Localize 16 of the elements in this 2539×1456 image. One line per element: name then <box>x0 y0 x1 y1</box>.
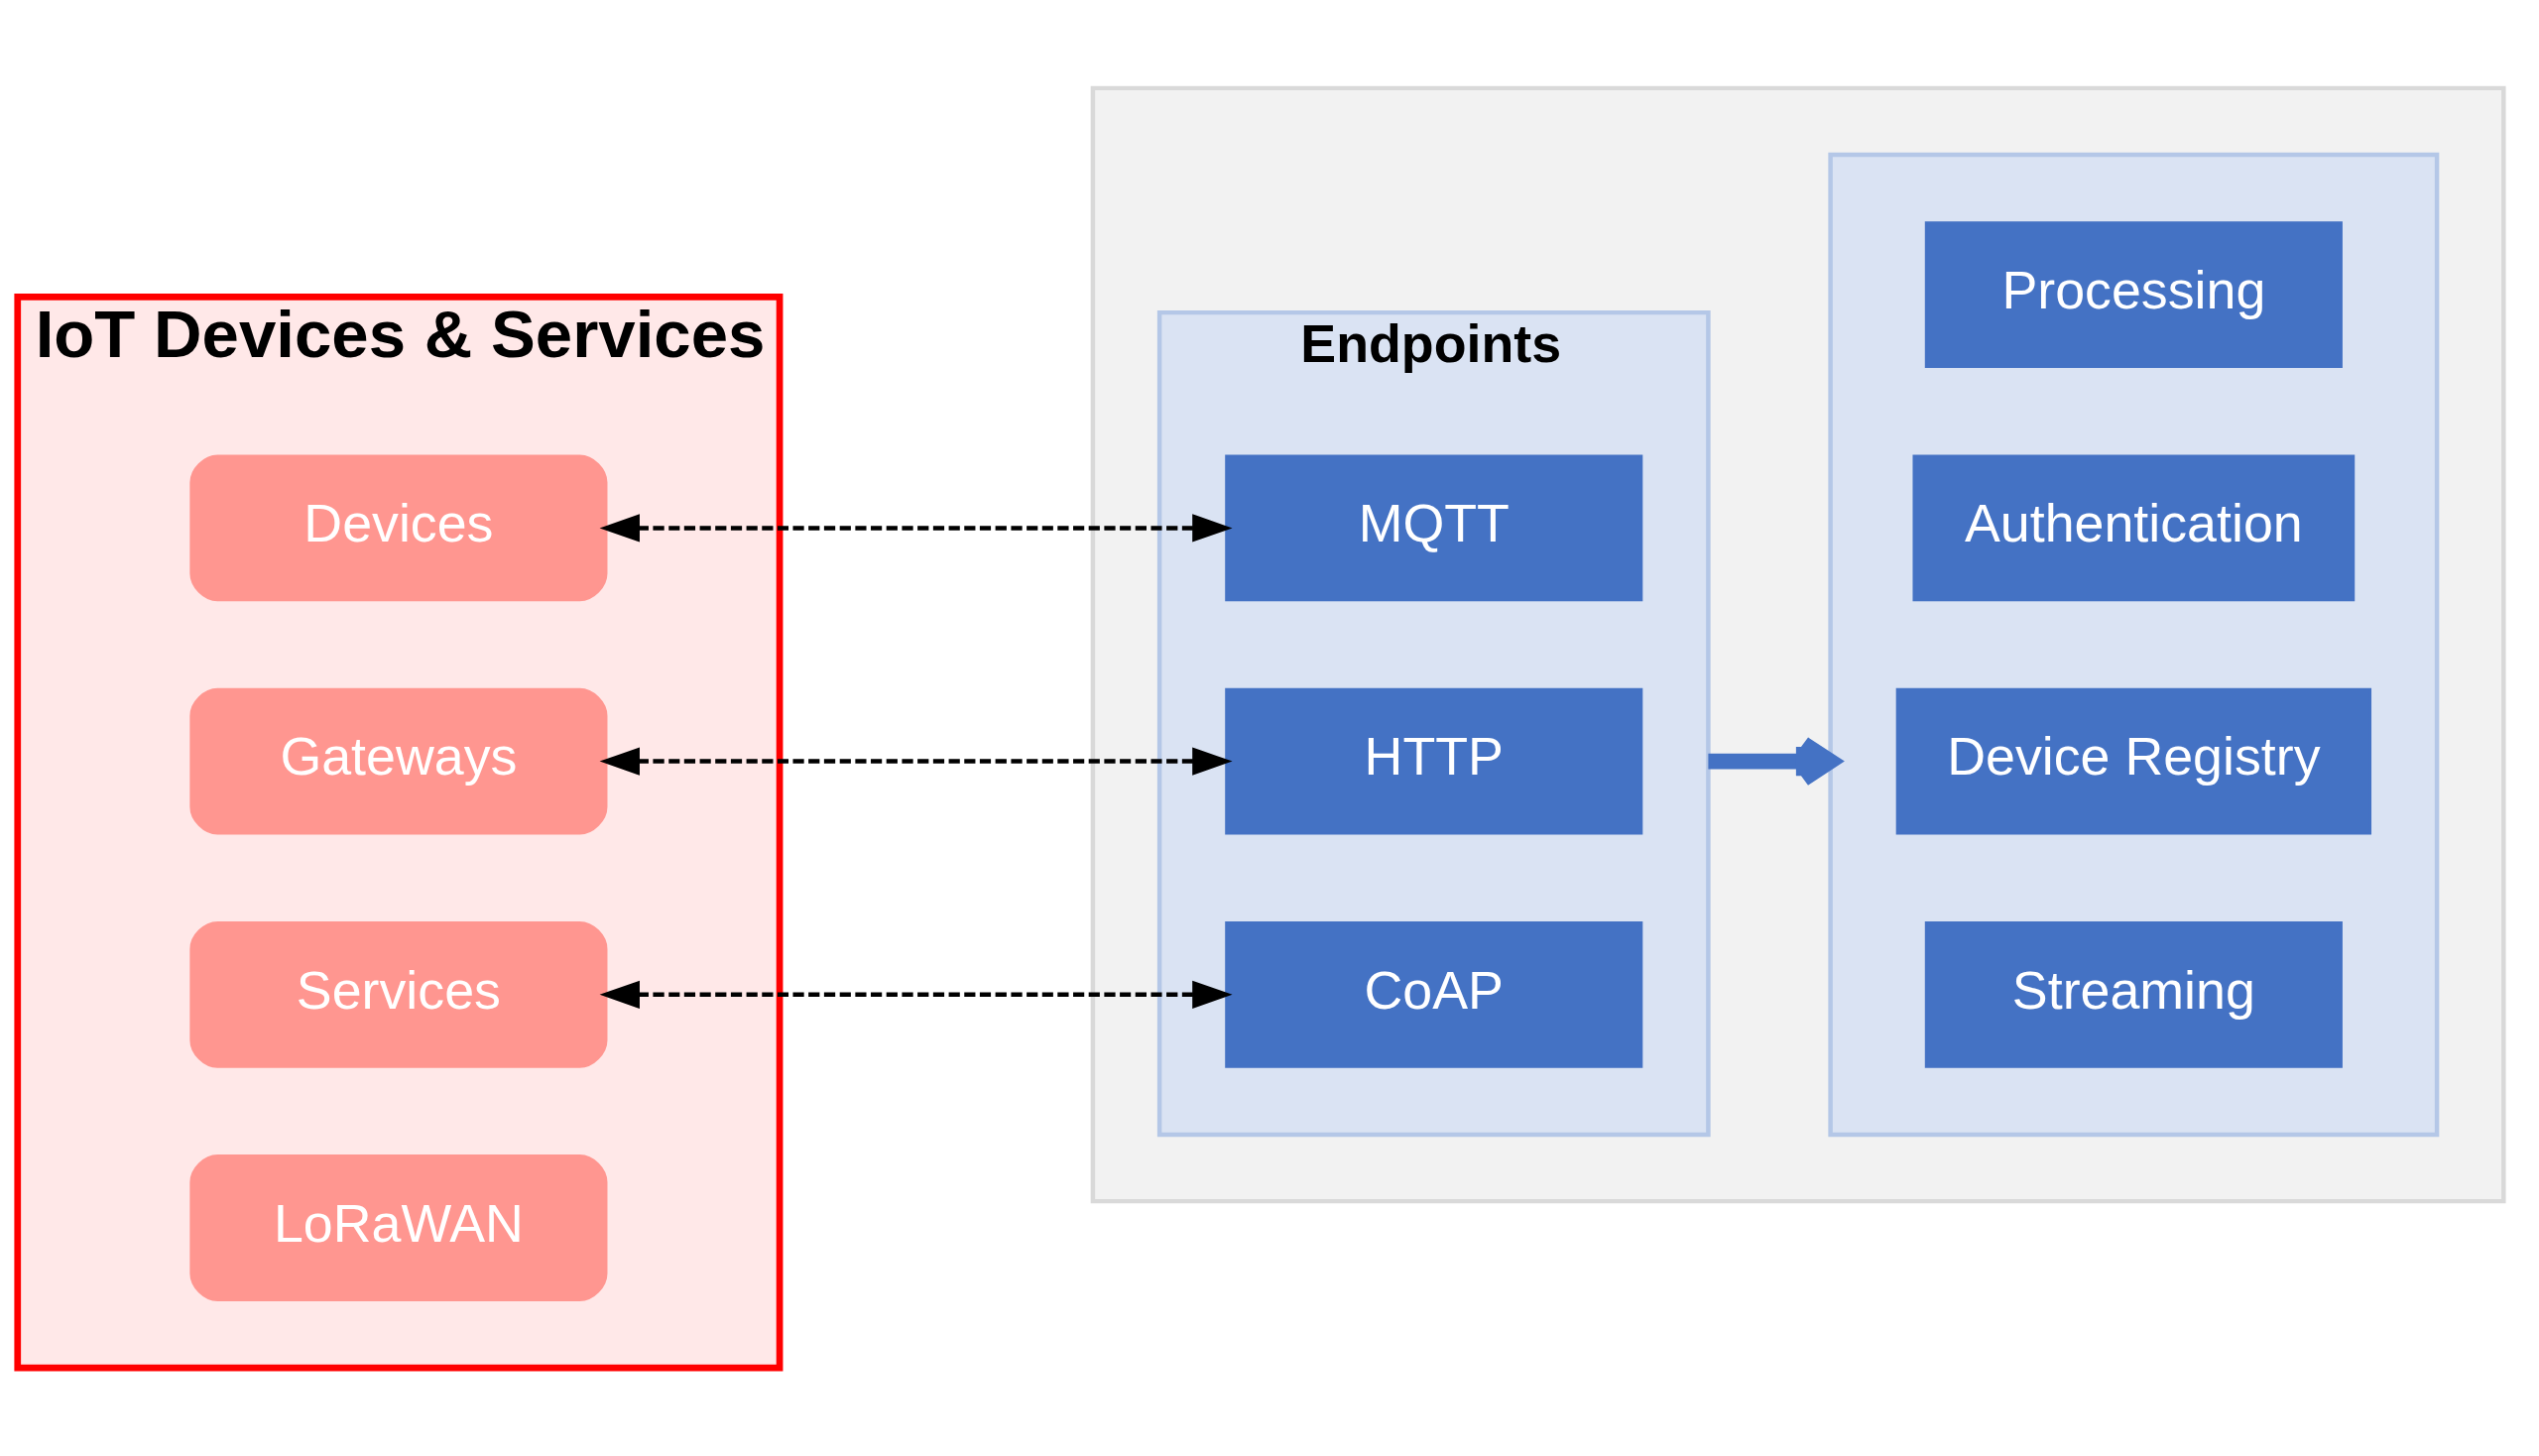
arrow <box>599 747 1233 776</box>
cluster <box>1090 85 2506 1204</box>
cluster <box>1828 152 2440 1138</box>
node-box: HTTP <box>1225 687 1643 835</box>
node-box: Services <box>189 920 608 1068</box>
node-box: MQTT <box>1225 454 1643 602</box>
node-box: LoRaWAN <box>189 1154 608 1301</box>
node-box: Authentication <box>1912 454 2356 602</box>
node-box: Processing <box>1924 221 2343 369</box>
node-box: CoAP <box>1225 920 1643 1068</box>
node-box: Device Registry <box>1895 687 2372 835</box>
arrow <box>599 980 1233 1009</box>
node-box: Devices <box>189 454 608 602</box>
node-box: Gateways <box>189 687 608 835</box>
node-box: Streaming <box>1924 920 2343 1068</box>
arrow <box>599 514 1233 543</box>
